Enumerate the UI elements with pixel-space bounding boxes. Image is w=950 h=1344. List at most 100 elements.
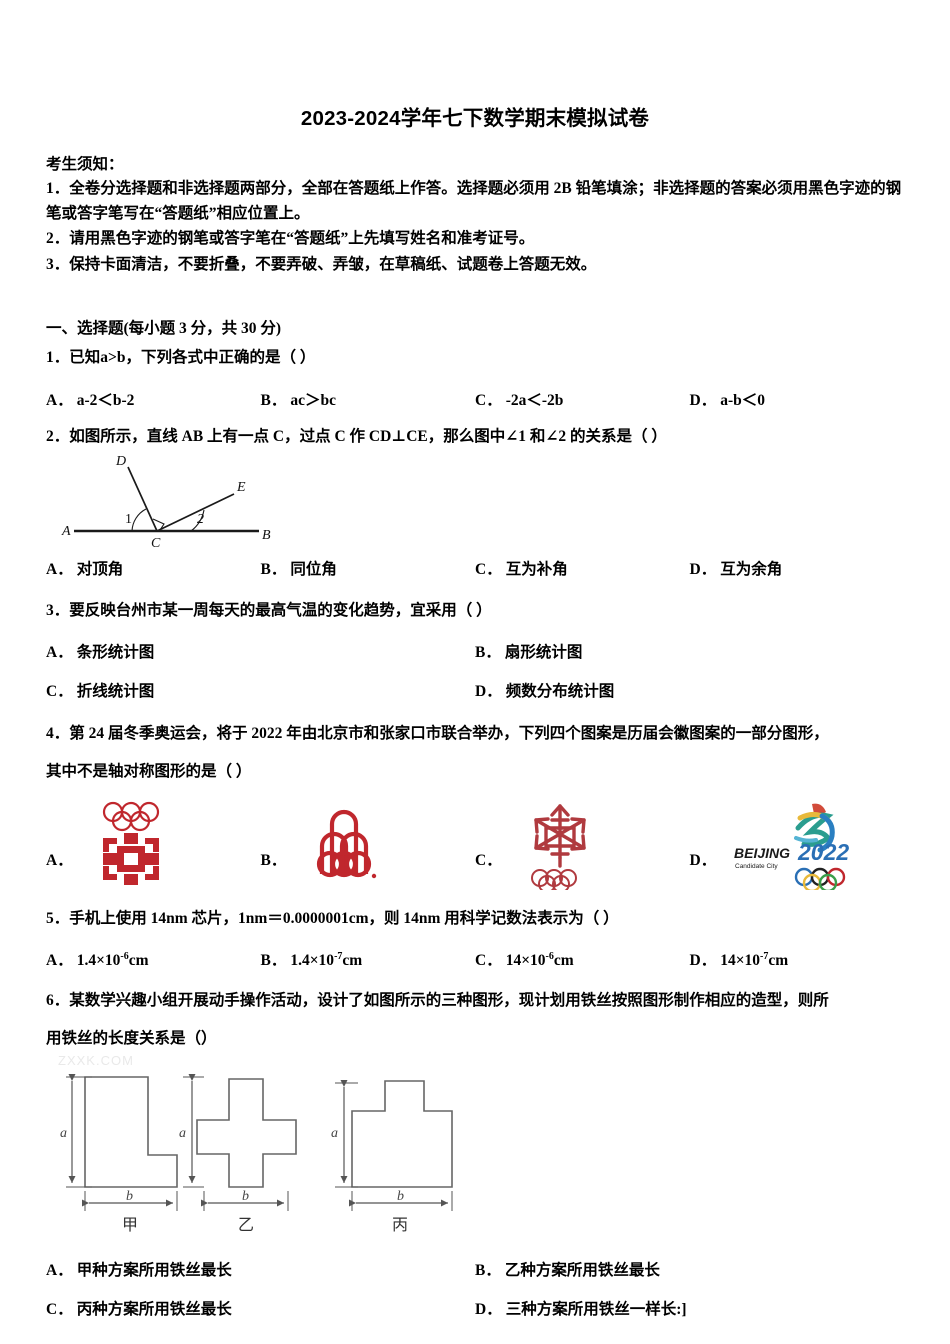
option-label: A．: [46, 560, 73, 578]
option-label: C．: [475, 852, 502, 870]
question-4-text-1: 第 24 届冬季奥运会，将于 2022 年由北京市和张家口市联合举办，下列四个图…: [69, 724, 829, 742]
option-exponent: -6: [545, 950, 554, 962]
option-label: D．: [689, 560, 717, 578]
emblem-subtitle-text: Candidate City: [735, 863, 778, 870]
beijing-2022-candidate-city-emblem-icon: BEIJING Candidate City 2022: [734, 803, 850, 891]
question-3-option-b[interactable]: B．扇形统计图: [475, 640, 904, 662]
question-5: 5．手机上使用 14nm 芯片，1nm＝0.0000001cm，则 14nm 用…: [46, 906, 904, 970]
option-text: a-2＜b-2: [76, 391, 135, 409]
option-text: 条形统计图: [76, 643, 155, 661]
question-3-option-d[interactable]: D．频数分布统计图: [475, 679, 904, 701]
option-label: C．: [475, 952, 502, 970]
option-exponent: -7: [334, 950, 343, 962]
option-exponent: -6: [120, 950, 129, 962]
shape-caption-jia: 甲: [122, 1217, 138, 1234]
option-text: 甲种方案所用铁丝最长: [76, 1262, 232, 1280]
question-1-option-a[interactable]: A．a-2＜b-2: [46, 388, 261, 410]
option-label: C．: [46, 682, 73, 700]
question-5-option-a[interactable]: A．1.4×10-6cm: [46, 948, 261, 970]
question-3-option-a[interactable]: A．条形统计图: [46, 640, 475, 662]
question-4-option-b[interactable]: B．: [261, 800, 476, 888]
question-3-option-c[interactable]: C．折线统计图: [46, 679, 475, 701]
question-6-stem-line-1: 6．某数学兴趣小组开展动手操作活动，设计了如图所示的三种图形，现计划用铁丝按照图…: [46, 988, 904, 1013]
emblem-year-text: 2022: [797, 839, 849, 865]
question-5-text: 手机上使用 14nm 芯片，1nm＝0.0000001cm，则 14nm 用科学…: [69, 910, 619, 928]
label-height-a-shape-3: a: [331, 1126, 338, 1141]
montreal-podium-rings-emblem-icon: [317, 809, 377, 879]
option-label: D．: [689, 852, 717, 870]
question-2-option-a[interactable]: A．对顶角: [46, 557, 261, 579]
option-label: A．: [46, 643, 73, 661]
option-base: 14×10: [505, 952, 546, 970]
option-label: B．: [260, 560, 287, 578]
option-base: 1.4×10: [76, 952, 121, 970]
option-label: A．: [46, 852, 73, 870]
option-label: D．: [475, 1301, 502, 1319]
question-1-option-b[interactable]: B．ac＞bc: [261, 388, 476, 410]
shape-caption-yi: 乙: [238, 1217, 254, 1234]
label-point-c: C: [151, 536, 161, 549]
paper-body: 考生须知： 1．全卷分选择题和非选择题两部分，全部在答题纸上作答。选择题必须用 …: [0, 153, 950, 1319]
label-width-b-shape-3: b: [397, 1189, 404, 1204]
option-text: a-b＜0: [720, 391, 765, 409]
question-2-text: 如图所示，直线 AB 上有一点 C，过点 C 作 CD⊥CE，那么图中∠1 和∠…: [69, 427, 667, 445]
question-2-option-d[interactable]: D．互为余角: [690, 557, 905, 579]
option-label: A．: [46, 391, 73, 409]
question-5-stem: 5．手机上使用 14nm 芯片，1nm＝0.0000001cm，则 14nm 用…: [46, 906, 904, 931]
option-label: C．: [46, 1301, 73, 1319]
option-text: 同位角: [290, 560, 337, 578]
question-2-number: 2．: [46, 427, 70, 445]
notice-item-1: 1．全卷分选择题和非选择题两部分，全部在答题纸上作答。选择题必须用 2B 铅笔填…: [46, 180, 902, 223]
option-text: ac＞bc: [290, 391, 336, 409]
option-unit: cm: [342, 952, 363, 970]
option-text: 丙种方案所用铁丝最长: [76, 1301, 232, 1319]
question-4-option-c[interactable]: C．: [475, 798, 690, 891]
option-text: 对顶角: [76, 560, 124, 578]
question-2-options: A．对顶角 B．同位角 C．互为补角 D．互为余角: [46, 557, 904, 579]
question-6-option-d[interactable]: D．三种方案所用铁丝一样长:]: [475, 1297, 904, 1319]
question-5-options: A．1.4×10-6cm B．1.4×10-7cm C．14×10-6cm D．…: [46, 948, 904, 970]
question-5-option-b[interactable]: B．1.4×10-7cm: [261, 948, 476, 970]
option-text: 频数分布统计图: [505, 682, 615, 700]
question-4-option-d[interactable]: D． BEIJING Candidate City 2022: [689, 798, 905, 891]
shape-caption-bing: 丙: [392, 1217, 408, 1234]
question-6-text-1: 某数学兴趣小组开展动手操作活动，设计了如图所示的三种图形，现计划用铁丝按照图形制…: [69, 992, 829, 1010]
question-2-option-c[interactable]: C．互为补角: [475, 557, 690, 579]
question-4-stem-line-2: 其中不是轴对称图形的是（ ）: [46, 762, 252, 780]
option-label: B．: [260, 391, 287, 409]
option-label: B．: [475, 643, 501, 661]
question-3: 3．要反映台州市某一周每天的最高气温的变化趋势，宜采用（ ） A．条形统计图 B…: [46, 598, 904, 701]
question-4-option-a[interactable]: A．: [46, 800, 261, 888]
option-exponent: -7: [760, 950, 769, 962]
option-unit: cm: [128, 952, 149, 970]
question-2-option-b[interactable]: B．同位角: [261, 557, 476, 579]
question-6-option-a[interactable]: A．甲种方案所用铁丝最长: [46, 1258, 475, 1280]
option-text: 互为余角: [720, 560, 783, 578]
question-6-option-b[interactable]: B．乙种方案所用铁丝最长: [475, 1258, 904, 1280]
question-4: 4．第 24 届冬季奥运会，将于 2022 年由北京市和张家口市联合举办，下列四…: [46, 721, 905, 891]
label-width-b-shape-1: b: [126, 1189, 133, 1204]
question-2: 2．如图所示，直线 AB 上有一点 C，过点 C 作 CD⊥CE，那么图中∠1 …: [46, 424, 904, 579]
question-5-option-d[interactable]: D．14×10-7cm: [690, 948, 905, 970]
page-title: 2023-2024学年七下数学期末模拟试卷: [300, 107, 650, 130]
question-6-number: 6．: [46, 992, 70, 1010]
option-label: A．: [46, 1262, 73, 1280]
question-5-option-c[interactable]: C．14×10-6cm: [475, 948, 690, 970]
label-point-b: B: [262, 528, 271, 543]
label-point-a: A: [61, 524, 71, 539]
question-1-option-c[interactable]: C．-2a＜-2b: [475, 388, 690, 410]
question-1-option-d[interactable]: D．a-b＜0: [690, 388, 905, 410]
option-label: B．: [260, 852, 287, 870]
option-unit: cm: [768, 952, 789, 970]
question-6-option-c[interactable]: C．丙种方案所用铁丝最长: [46, 1297, 475, 1319]
label-width-b-shape-2: b: [242, 1189, 249, 1204]
option-base: 1.4×10: [290, 952, 335, 970]
emblem-city-text: BEIJING: [734, 845, 790, 861]
calgary-snowflake-emblem-icon: [530, 804, 586, 891]
option-text: 互为补角: [505, 560, 568, 578]
option-text: 三种方案所用铁丝一样长:]: [505, 1301, 687, 1319]
label-height-a-shape-2: a: [179, 1126, 186, 1141]
section-heading-choice: 一、选择题(每小题 3 分，共 30 分): [46, 319, 282, 337]
question-3-text: 要反映台州市某一周每天的最高气温的变化趋势，宜采用（ ）: [69, 601, 492, 619]
